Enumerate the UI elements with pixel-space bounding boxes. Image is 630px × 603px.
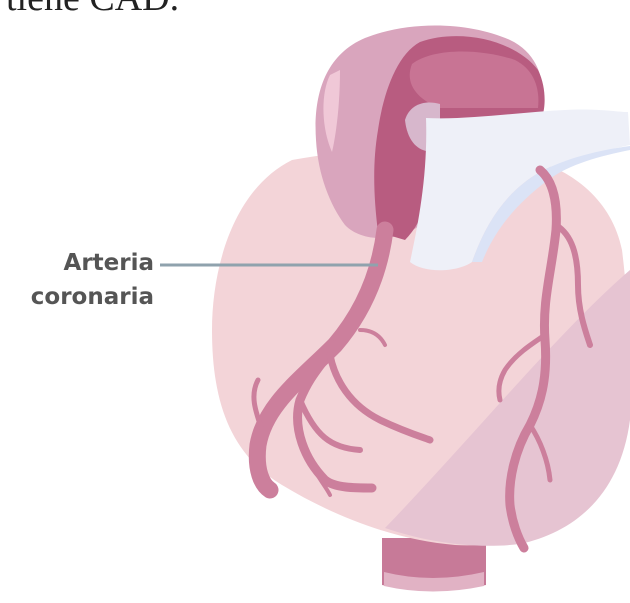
artery-label-line2: coronaria: [10, 282, 154, 313]
heading-text: tiene CAD.: [6, 0, 179, 20]
artery-label-line1: Arteria: [10, 248, 154, 279]
